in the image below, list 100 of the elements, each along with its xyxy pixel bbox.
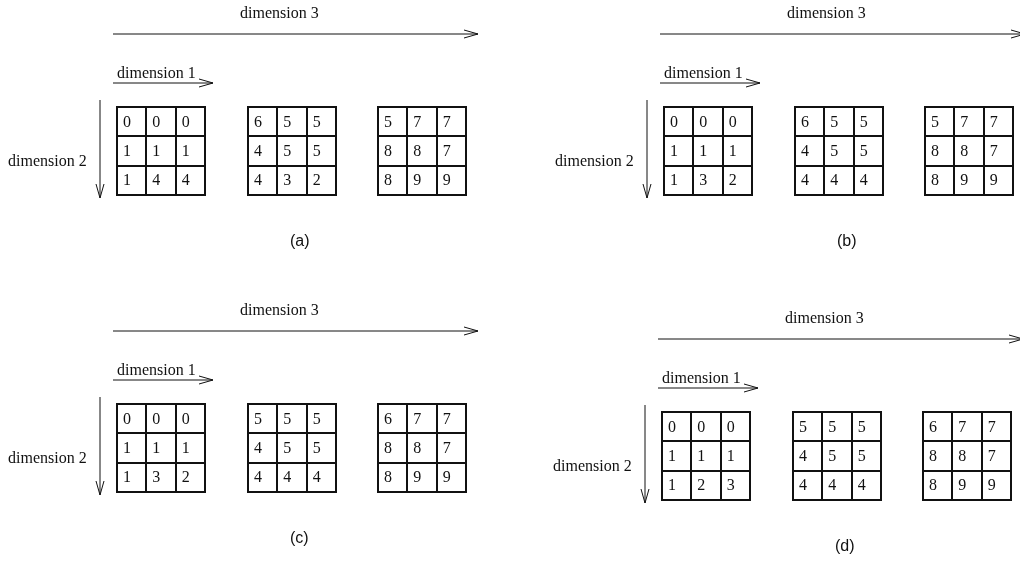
- grid-value: 8: [954, 136, 984, 166]
- grid-value: 7: [983, 136, 1013, 166]
- grid-value: 9: [436, 165, 466, 195]
- axis-label: dimension 3: [787, 4, 866, 22]
- grid-value: 8: [923, 441, 953, 471]
- axis-label: dimension 2: [555, 152, 634, 170]
- grid-value: 5: [822, 441, 852, 471]
- grid-value: 2: [691, 470, 721, 500]
- grid-value: 9: [407, 165, 437, 195]
- panel-caption: (d): [835, 537, 855, 555]
- panel-caption: (b): [837, 232, 857, 250]
- axis-label: dimension 1: [664, 64, 743, 82]
- grid-value: 1: [664, 136, 694, 166]
- grid-value: 5: [925, 107, 955, 137]
- grid-value: 4: [822, 470, 852, 500]
- grid-value: 5: [824, 136, 854, 166]
- grid-value: 2: [722, 165, 752, 195]
- grid-value: 7: [407, 404, 437, 434]
- grid-value: 1: [175, 136, 205, 166]
- grid-value: 0: [662, 412, 692, 442]
- grid-value: 1: [117, 136, 147, 166]
- grid-value: 5: [306, 404, 336, 434]
- grid-value: 5: [853, 107, 883, 137]
- grid-value: 0: [664, 107, 694, 137]
- grid-value: 8: [407, 433, 437, 463]
- grid-value: 1: [662, 441, 692, 471]
- grid-value: 6: [378, 404, 408, 434]
- grid-value: 5: [851, 412, 881, 442]
- grid-value: 8: [378, 433, 408, 463]
- grid-value: 5: [378, 107, 408, 137]
- axis-label: dimension 1: [117, 64, 196, 82]
- grid-value: 9: [952, 470, 982, 500]
- grid-value: 6: [795, 107, 825, 137]
- grid-value: 9: [981, 470, 1011, 500]
- grid-value: 4: [793, 470, 823, 500]
- grid-value: 4: [824, 165, 854, 195]
- grid-value: 1: [175, 433, 205, 463]
- grid-value: 5: [822, 412, 852, 442]
- axis-label: dimension 1: [662, 369, 741, 387]
- grid-value: 1: [693, 136, 723, 166]
- grid-value: 5: [306, 136, 336, 166]
- axis-label: dimension 3: [240, 301, 319, 319]
- grid-value: 4: [248, 136, 278, 166]
- grid-value: 8: [378, 165, 408, 195]
- grid-value: 5: [277, 404, 307, 434]
- grid-value: 7: [436, 404, 466, 434]
- grid-value: 8: [378, 136, 408, 166]
- grid-value: 7: [981, 441, 1011, 471]
- grid-value: 5: [853, 136, 883, 166]
- grid-value: 3: [693, 165, 723, 195]
- grid-value: 1: [117, 433, 147, 463]
- grid-value: 5: [306, 107, 336, 137]
- grid-value: 5: [851, 441, 881, 471]
- grid-value: 6: [248, 107, 278, 137]
- grid-value: 5: [277, 433, 307, 463]
- grid-value: 9: [983, 165, 1013, 195]
- grid-value: 5: [277, 136, 307, 166]
- grid-value: 7: [436, 136, 466, 166]
- grid-value: 5: [793, 412, 823, 442]
- grid-value: 4: [248, 165, 278, 195]
- grid-value: 3: [277, 165, 307, 195]
- grid-value: 8: [923, 470, 953, 500]
- grid-value: 1: [664, 165, 694, 195]
- grid-value: 6: [923, 412, 953, 442]
- grid-value: 4: [795, 165, 825, 195]
- grid-value: 5: [248, 404, 278, 434]
- grid-value: 2: [175, 462, 205, 492]
- grid-value: 1: [720, 441, 750, 471]
- axis-label: dimension 3: [785, 309, 864, 327]
- grid-value: 0: [175, 404, 205, 434]
- grid-value: 5: [306, 433, 336, 463]
- grid-value: 8: [925, 136, 955, 166]
- grid-value: 1: [146, 433, 176, 463]
- grid-value: 8: [378, 462, 408, 492]
- axis-label: dimension 3: [240, 4, 319, 22]
- grid-value: 9: [954, 165, 984, 195]
- axis-label: dimension 2: [8, 152, 87, 170]
- grid-value: 4: [306, 462, 336, 492]
- grid-value: 1: [146, 136, 176, 166]
- grid-value: 2: [306, 165, 336, 195]
- grid-value: 4: [851, 470, 881, 500]
- grid-value: 4: [277, 462, 307, 492]
- grid-value: 8: [407, 136, 437, 166]
- panel-caption: (c): [290, 529, 309, 547]
- grid-value: 9: [407, 462, 437, 492]
- axis-label: dimension 2: [8, 449, 87, 467]
- grid-value: 7: [981, 412, 1011, 442]
- grid-value: 0: [691, 412, 721, 442]
- grid-value: 9: [436, 462, 466, 492]
- grid-value: 0: [722, 107, 752, 137]
- grid-value: 4: [853, 165, 883, 195]
- grid-value: 4: [248, 462, 278, 492]
- grid-value: 7: [436, 433, 466, 463]
- grid-value: 1: [691, 441, 721, 471]
- grid-value: 1: [722, 136, 752, 166]
- grid-value: 0: [693, 107, 723, 137]
- grid-value: 8: [952, 441, 982, 471]
- grid-value: 5: [824, 107, 854, 137]
- grid-value: 4: [175, 165, 205, 195]
- grid-value: 0: [146, 107, 176, 137]
